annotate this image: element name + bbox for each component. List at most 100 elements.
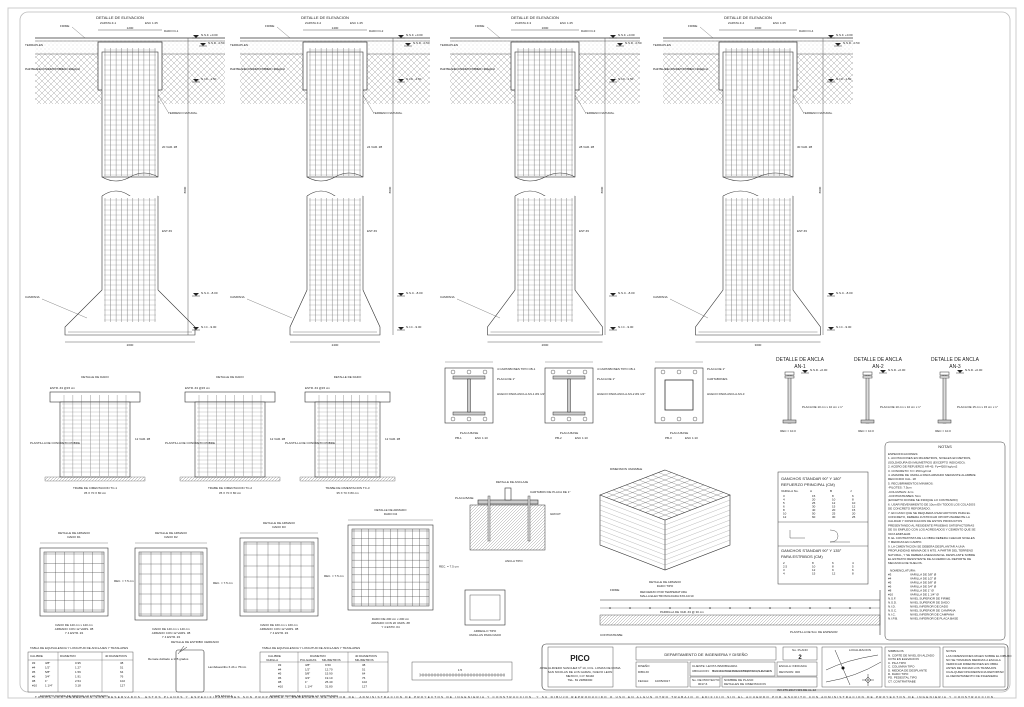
label-bars: 30 VAR. #8 (797, 145, 812, 149)
anchor-hole-icon (660, 369, 666, 375)
cell: #6 (32, 675, 36, 679)
rebar-dot (669, 607, 671, 609)
rebar (606, 492, 672, 518)
path (574, 94, 586, 113)
note-line: 5. RECUBRIMIENTOS MINIMOS: (888, 481, 933, 485)
ganchos-cell: 8 (852, 498, 854, 502)
tb-note-line: LAS DIMENSIONES RIGEN SOBRE EL DIBUJO (946, 654, 1012, 658)
nom-code: N.S.C. (888, 608, 897, 612)
anchor-rod (487, 495, 491, 542)
ganchos-cell: 5 (852, 565, 854, 569)
plate-sub: PB-1 (455, 436, 462, 440)
anchor-hole-icon (482, 369, 488, 375)
level-label: N.S.D. -0.50 (843, 41, 860, 45)
armado-title: DETALLE DE ARMADO (263, 521, 296, 525)
fecha-label: FECHA: (638, 679, 649, 683)
ganchos-table: GANCHOS STANDAR 90° Y 180°REFUERZO PRINC… (777, 471, 869, 585)
dimension-depth: 8000 (600, 186, 604, 193)
ganchos-cell: 25 (832, 512, 836, 516)
anchor-id: AN-1 (794, 364, 806, 370)
rebar (645, 487, 711, 513)
ganchos-frame (777, 471, 869, 585)
path (362, 94, 374, 113)
web (467, 378, 471, 413)
level-label: N.S.F. +0.00 (406, 33, 423, 37)
cell: 3.18 (75, 684, 81, 688)
cell: 102 (120, 679, 125, 683)
level-marker-icon (610, 79, 616, 82)
path (456, 298, 501, 319)
path (177, 645, 188, 655)
level-label: N.I.C. -9.00 (836, 325, 852, 329)
anchor-title: DETALLE DE ANCLA (776, 357, 825, 363)
note-line: 9. LA CIMENTACION SE DEBERA DESPLANTAR A… (888, 544, 965, 548)
department-name: DEPARTAMENTO DE INGENIERIA Y DISEÑO (664, 652, 747, 657)
plate-note: HUECO PARA ANCLA AN-1 Ø1 1/2" (497, 392, 545, 396)
label-estr: ESTR. #4 @15 cm (50, 386, 76, 390)
equivalence-table-2: TABLA DE EQUIVALENCIA Y LONGITUD DE ANCL… (259, 646, 389, 698)
anchor-rec: REC = 10.0 (858, 429, 874, 433)
pile-scale: ESC 1:25 (350, 21, 363, 25)
nom-code: #5 (888, 580, 892, 584)
level-marker-icon (610, 327, 616, 330)
rebar (651, 489, 718, 516)
column-stub (504, 487, 512, 501)
ganchos-cell: 6 (852, 568, 854, 572)
bell-campana (289, 196, 381, 336)
cell: 1.27 (75, 666, 81, 670)
pile-title: DETALLE DE ELEVACION (96, 15, 144, 20)
cell: 1" (45, 679, 48, 683)
anchor-rec: REC = 10.0 (780, 429, 796, 433)
cell: 12.70 (325, 667, 333, 671)
ganchos-cell: 10 (783, 512, 787, 516)
cell: 5/8" (45, 670, 50, 674)
anchor-hole-icon (582, 369, 588, 375)
escala-box (776, 661, 818, 677)
pile-shaft (306, 51, 364, 178)
symbol-item: N. CORTE DE NIVEL EN ALZADO (888, 654, 935, 658)
anchor-rec: REC = 10.0 (935, 429, 951, 433)
plate-note: CARTABONES (707, 377, 727, 381)
dado-caption: TRABE DE CIMENTACION TC-1 (73, 486, 117, 490)
armado-sub: DADO D4 (384, 512, 398, 516)
rebar (638, 484, 705, 511)
level-marker-icon (828, 327, 834, 330)
table-footnote: EXCEPTO DONDE SE INDIQUE LO CONTRARIO (40, 694, 108, 698)
note-line: 8. EL CONTRATISTA DE LA OBRA DEBERA CHEC… (888, 536, 975, 540)
label-terreno: TERRENO NATURAL (168, 111, 198, 115)
nom-desc: VARILLA DE 1 1/4" Ø (910, 592, 939, 596)
nom-desc: VARILLA DE 3/4" Ø (910, 584, 937, 588)
note-line: PROFUNDIDAD MINIMA DE 9 MTS. A PARTIR DE… (888, 549, 974, 553)
note-line: 6. USAR REVENIMIENTO DE 10cm EN TODOS LO… (888, 502, 975, 506)
ganchos-cell: 10 (832, 498, 836, 502)
equivalence-table-1: TABLA DE EQUIVALENCIA Y LONGITUD DE ANCL… (27, 646, 134, 698)
rebar (612, 489, 679, 516)
label-campana: CAMPANA (653, 295, 668, 299)
armado-caption: ARMADO CON 20 VARS. #8 (371, 621, 410, 625)
address-line: SAN NICOLAS DE LOS GARZA, NUEVO LEON (548, 670, 613, 674)
level-label: N.S.C. -8.00 (406, 291, 423, 295)
label-bars: 20 VAR. #8 (162, 145, 177, 149)
note-line: DE CONCRETO REFORZADO. (888, 507, 931, 511)
anclaje-title: DETALLE DE ANCLAJE (496, 480, 528, 484)
cell: #10 (32, 684, 37, 688)
armado-rec: REC. = 7.5 cm (324, 574, 344, 578)
rebar (599, 509, 666, 536)
anchor-hole-icon (676, 369, 682, 375)
symbol-item: PD. PEDESTAL TIPO (888, 676, 918, 680)
note-line: MECANICA DE SUELOS. (888, 561, 923, 565)
ganchos-cell: 6 (832, 561, 834, 565)
cell: 64 (120, 670, 124, 674)
armado-sub: DADO D3 (272, 525, 286, 529)
ganchos-cell: 4 (783, 572, 785, 576)
level-marker-icon (200, 43, 206, 46)
ganchos-cell: 8 (852, 572, 854, 576)
ganchos-cell: 4 (783, 498, 785, 502)
label-campana: CAMPANA (25, 295, 40, 299)
ganchos-cell: 40 (812, 508, 816, 512)
